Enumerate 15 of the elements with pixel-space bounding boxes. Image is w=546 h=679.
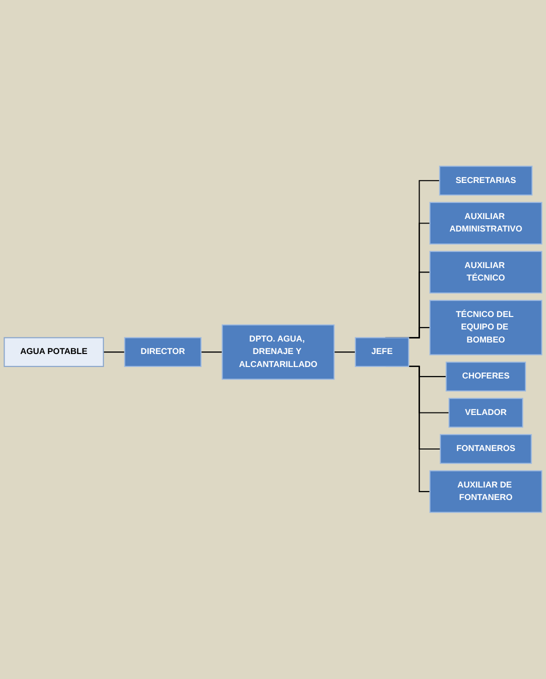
node-box: VELADOR bbox=[448, 398, 524, 428]
node-box: FONTANEROS bbox=[440, 434, 532, 464]
node-box: DIRECTOR bbox=[124, 337, 202, 368]
connector bbox=[103, 352, 126, 353]
node-box: AGUA POTABLE bbox=[4, 337, 104, 368]
connector bbox=[334, 352, 356, 353]
node-box: DPTO. AGUA, DRENAJE Y ALCANTARILLADO bbox=[222, 324, 335, 380]
node-box: AUXILIAR DE FONTANERO bbox=[429, 470, 542, 514]
node-box: AUXILIAR TÉCNICO bbox=[429, 251, 542, 294]
node-box: AUXILIAR ADMINISTRATIVO bbox=[429, 202, 542, 245]
connector bbox=[200, 352, 223, 353]
node-box: JEFE bbox=[354, 337, 410, 368]
node-box: TÉCNICO DEL EQUIPO DE BOMBEO bbox=[429, 300, 542, 356]
node-box: SECRETARIAS bbox=[439, 166, 533, 196]
node-box: CHOFERES bbox=[446, 362, 526, 392]
